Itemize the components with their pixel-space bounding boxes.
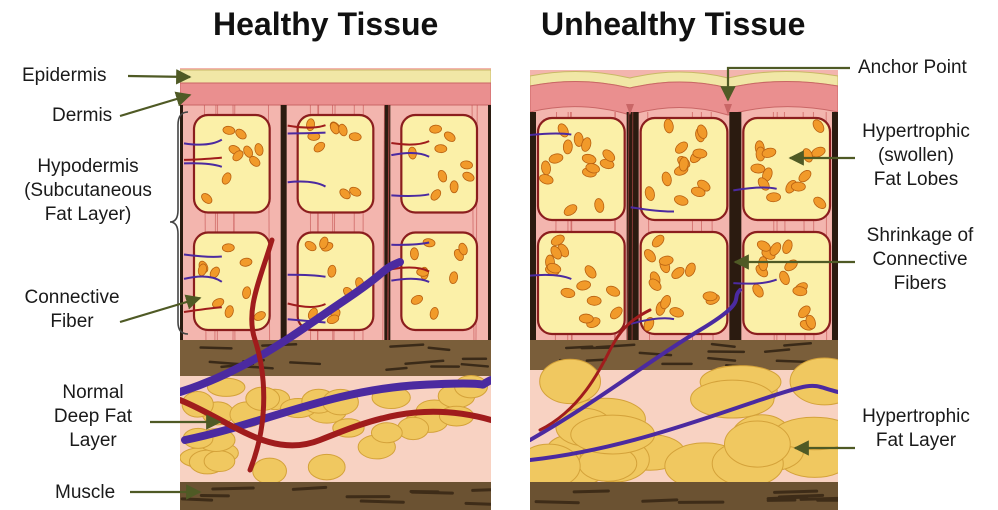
label-hypertrophic-lobes-line3: Fat Lobes: [846, 168, 986, 192]
deep-fat-cell: [790, 358, 859, 405]
muscle-fiber: [574, 491, 608, 492]
deep-fat-cell: [724, 421, 790, 467]
deep-fat-cell: [253, 458, 287, 484]
deep-fat-cell: [308, 454, 345, 479]
muscle-fiber: [361, 501, 403, 502]
fibrous-strand: [587, 360, 605, 361]
muscle-fiber: [473, 489, 503, 490]
unhealthy-tissue-panel: [517, 70, 859, 510]
label-hypodermis-line1: Hypodermis: [4, 155, 172, 179]
deep-fat-cell: [371, 423, 402, 443]
label-normal-deep-fat: Normal Deep Fat Layer: [40, 381, 146, 453]
label-epidermis: Epidermis: [22, 64, 106, 88]
label-hypertrophic-lobes-line2: (swollen): [846, 144, 986, 168]
lobe-fat-cell: [435, 144, 447, 153]
deep-fat-cell: [204, 451, 235, 472]
connective-fiber-strand: [524, 112, 536, 340]
label-hypertrophic-layer: Hypertrophic Fat Layer: [846, 405, 986, 453]
lobe-fat-cell: [579, 314, 593, 324]
label-hypodermis-line3: Fat Layer): [4, 203, 172, 227]
connective-fiber-strand: [832, 112, 844, 340]
label-hypertrophic-lobes: Hypertrophic (swollen) Fat Lobes: [846, 120, 986, 192]
deep-fat-cell: [398, 417, 429, 439]
label-hypodermis-line2: (Subcutaneous: [4, 179, 172, 203]
arrow-dermis: [120, 95, 190, 116]
label-muscle: Muscle: [55, 481, 115, 505]
lobe-fat-cell: [587, 296, 601, 305]
muscle-fiber: [775, 491, 817, 492]
label-hypertrophic-lobes-line1: Hypertrophic: [846, 120, 986, 144]
lobe-fat-cell: [222, 244, 234, 252]
connective-fiber-strand: [281, 105, 287, 340]
healthy-dermis-layer: [180, 83, 491, 105]
label-normal-deep-fat-line1: Normal: [40, 381, 146, 405]
healthy-title: Healthy Tissue: [213, 6, 438, 43]
muscle-fiber: [643, 500, 677, 501]
label-shrinkage-line3: Fibers: [846, 272, 994, 296]
fibrous-strand: [201, 347, 232, 348]
healthy-epidermis-layer: [180, 70, 491, 83]
label-hypertrophic-layer-line1: Hypertrophic: [846, 405, 986, 429]
label-shrinkage-line2: Connective: [846, 248, 994, 272]
muscle-fiber: [182, 499, 211, 500]
dermal-streak: [632, 112, 633, 340]
label-normal-deep-fat-line3: Layer: [40, 429, 146, 453]
label-connective-fiber: Connective Fiber: [22, 286, 122, 334]
muscle-fiber: [213, 488, 253, 489]
label-shrinkage: Shrinkage of Connective Fibers: [846, 224, 994, 296]
fibrous-strand: [290, 362, 320, 364]
muscle-fiber: [536, 502, 578, 503]
label-anchor-point: Anchor Point: [858, 56, 967, 80]
fibrous-strand: [386, 368, 406, 370]
label-hypodermis: Hypodermis (Subcutaneous Fat Layer): [4, 155, 172, 227]
label-connective-fiber-line1: Connective: [22, 286, 122, 310]
lobe-fat-cell: [791, 182, 805, 191]
label-shrinkage-line1: Shrinkage of: [846, 224, 994, 248]
lobe-fat-cell: [758, 256, 768, 270]
muscle-fiber: [293, 487, 325, 489]
healthy-tissue-panel: [177, 68, 503, 510]
fibrous-strand: [582, 348, 610, 349]
deep-fat-cell: [517, 444, 580, 488]
deep-fat-cell: [571, 415, 655, 454]
unhealthy-title: Unhealthy Tissue: [541, 6, 805, 43]
lobe-fat-cell: [450, 181, 458, 193]
arrow-epidermis: [128, 76, 190, 77]
lobe-fat-cell: [563, 140, 573, 154]
lobe-fat-cell: [410, 248, 419, 260]
label-hypertrophic-layer-line2: Fat Layer: [846, 429, 986, 453]
muscle-fiber: [466, 503, 492, 504]
connective-fiber-strand: [488, 105, 494, 340]
lobe-fat-cell: [766, 192, 780, 202]
lobe-vessel: [288, 133, 326, 134]
label-normal-deep-fat-line2: Deep Fat: [40, 405, 146, 429]
label-connective-fiber-line2: Fiber: [22, 310, 122, 334]
label-dermis: Dermis: [52, 104, 112, 128]
muscle-fiber: [768, 497, 807, 499]
lobe-fat-cell: [703, 292, 717, 301]
